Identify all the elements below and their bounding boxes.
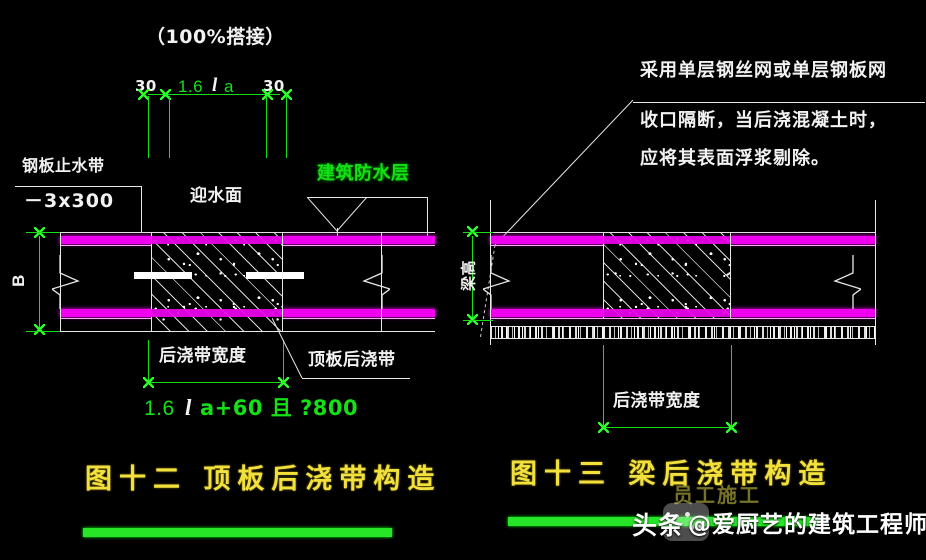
slab-right-cut	[381, 232, 382, 332]
label-water-face: 迎水面	[190, 186, 243, 206]
slab-left-cut	[60, 232, 61, 332]
beam-left-cut	[490, 200, 491, 345]
beam-bottom-face	[490, 326, 875, 327]
right-annotation-line-1: 采用单层钢丝网或单层钢板网	[640, 60, 887, 81]
right-annotation-leader	[494, 100, 634, 245]
right-height-ext-top	[463, 232, 493, 233]
left-top-tick-d	[281, 89, 292, 100]
left-top-tick-a	[138, 89, 149, 100]
label-slab-post-cast-strip: 顶板后浇带	[308, 350, 396, 370]
break-symbol-right	[362, 255, 390, 309]
left-dim-center-suffix: a	[224, 77, 234, 96]
right-annotation-line-2: 收口隔断，当后浇混凝土时，	[640, 110, 887, 131]
right-width-tick-a	[598, 422, 609, 433]
left-width-ext-a	[148, 340, 149, 382]
right-annotation-line-3: 应将其表面浮浆剔除。	[640, 148, 830, 169]
right-title-underbar	[508, 517, 818, 526]
watermark: 员工施工 头条 @爱厨艺的建筑工程师	[615, 485, 926, 560]
label-beam-height: 梁高	[459, 260, 478, 292]
label-waterproof-layer: 建筑防水层	[317, 163, 410, 184]
cushion-bottom-line	[490, 338, 875, 339]
right-height-dim-line	[472, 236, 473, 320]
left-ext-line-1	[148, 96, 149, 158]
right-figure: 采用单层钢丝网或单层钢板网 收口隔断，当后浇混凝土时， 应将其表面浮浆剔除。	[455, 0, 926, 560]
right-height-ext-bottom	[463, 320, 493, 321]
left-ext-line-4	[286, 96, 287, 158]
left-bottom-dim-prefix: 1.6	[144, 397, 175, 420]
label-waterstop-spec: －3x300	[24, 190, 115, 212]
left-width-dim-line	[148, 382, 284, 383]
left-width-tick-a	[143, 377, 154, 388]
left-bottom-dim-suffix: a+60 且 ?800	[200, 396, 359, 420]
steel-plate-waterstop-left	[134, 272, 192, 279]
left-dim-center-symbol: l	[212, 75, 218, 96]
left-height-dim-line	[39, 236, 40, 330]
left-top-tick-b	[160, 89, 171, 100]
right-width-tick-b	[726, 422, 737, 433]
label-strip-width-right: 后浇带宽度	[613, 391, 701, 411]
cushion-layer	[490, 327, 875, 338]
slab-bottom-face	[60, 331, 435, 332]
strip-right-edge	[282, 233, 283, 331]
slab-strip-leader	[272, 318, 303, 378]
right-annotation-underline	[633, 102, 925, 103]
right-concrete-hatch	[603, 233, 730, 318]
right-break-symbol-right	[833, 255, 861, 309]
break-symbol-left	[52, 255, 80, 309]
right-strip-left-edge	[603, 233, 604, 318]
left-top-dim-line	[148, 94, 280, 95]
left-ext-line-3	[266, 96, 267, 158]
beam-bottom-face-inner	[490, 318, 875, 319]
left-top-note: （100%搭接）	[146, 26, 285, 48]
left-top-tick-c	[262, 89, 273, 100]
left-figure: （100%搭接） 30 1.6 l a 30 钢板止水带 －3x300 迎水面 …	[0, 0, 455, 560]
left-height-tick-bottom	[34, 324, 45, 335]
left-height-ext-bottom	[26, 331, 60, 332]
left-figure-title: 图十二 顶板后浇带构造	[85, 464, 442, 495]
right-width-ext-b2	[731, 405, 732, 427]
right-height-tick-bottom	[467, 314, 478, 325]
rebar-bottom-overlay	[151, 309, 282, 317]
left-ext-line-2	[169, 96, 170, 158]
right-figure-title: 图十三 梁后浇带构造	[510, 459, 833, 490]
left-width-tick-b	[278, 377, 289, 388]
label-slab-height-B: B	[8, 274, 28, 287]
beam-right-cut	[875, 200, 876, 345]
right-width-ext-a	[603, 345, 604, 405]
label-strip-width-left: 后浇带宽度	[159, 346, 247, 366]
watermark-platform: 头条	[632, 511, 685, 540]
left-height-ext-top	[26, 232, 60, 233]
right-width-dim-line	[603, 427, 732, 428]
right-rebar-top-overlay	[603, 236, 730, 244]
label-steel-waterstop-underline	[15, 186, 141, 187]
waterstop-leader-v	[141, 186, 142, 232]
left-bottom-dim-symbol: l	[185, 395, 192, 420]
steel-plate-waterstop-right	[246, 272, 304, 279]
watermark-faint-text: 员工施工	[673, 483, 761, 507]
right-rebar-bottom-overlay	[603, 309, 730, 317]
label-slab-strip-underline	[302, 378, 410, 379]
beam-top-face	[490, 232, 875, 233]
right-break-symbol-left	[483, 255, 511, 309]
watermark-handle: @爱厨艺的建筑工程师	[688, 512, 926, 538]
right-width-ext-b	[731, 345, 732, 405]
waterproof-right-edge	[427, 197, 428, 237]
left-width-ext-b	[283, 340, 284, 382]
wechat-logo	[663, 503, 709, 541]
strip-left-edge	[151, 233, 152, 331]
waterproof-leader-line	[307, 197, 427, 198]
label-steel-waterstop: 钢板止水带	[22, 156, 105, 175]
right-width-ext-a2	[603, 405, 604, 427]
slab-top-face	[60, 232, 435, 233]
right-strip-right-edge	[730, 233, 731, 318]
left-title-underbar	[83, 528, 392, 537]
left-dim-center-prefix: 1.6	[178, 77, 204, 96]
right-height-tick-top	[467, 226, 478, 237]
rebar-top-overlay	[151, 236, 282, 244]
